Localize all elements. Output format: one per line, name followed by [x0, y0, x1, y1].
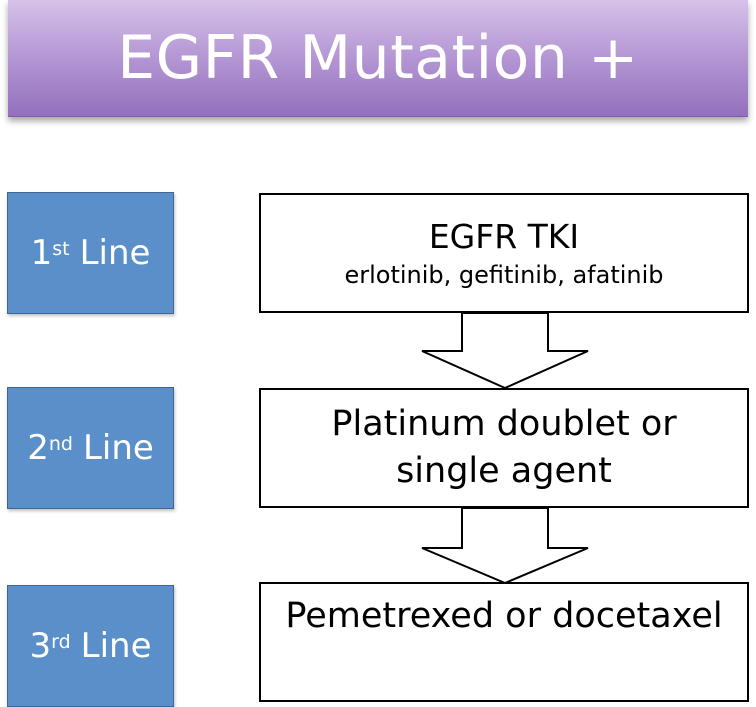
- line-ordinal-suffix: nd: [48, 433, 73, 455]
- down-arrow-icon: [421, 508, 589, 584]
- line-number: 3: [29, 626, 52, 666]
- diagram-title: EGFR Mutation +: [117, 23, 639, 93]
- line-word: Line: [82, 428, 154, 468]
- treatment-line-2: single agent: [396, 451, 612, 491]
- line-ordinal-suffix: st: [52, 238, 70, 260]
- line-ordinal-suffix: rd: [51, 631, 71, 653]
- treatment-line-1: Platinum doublet or: [331, 403, 677, 444]
- treatment-drugs: erlotinib, gefitinib, afatinib: [344, 260, 664, 289]
- treatment-name: Pemetrexed or docetaxel: [285, 596, 723, 637]
- treatment-name: EGFR TKI: [428, 217, 580, 257]
- line-word: Line: [80, 626, 152, 666]
- line-word: Line: [79, 233, 151, 273]
- treatment-box-first-line: EGFR TKI erlotinib, gefitinib, afatinib: [259, 193, 749, 313]
- treatment-box-second-line: Platinum doublet or single agent: [259, 388, 749, 508]
- title-banner: EGFR Mutation +: [8, 0, 748, 117]
- down-arrow-icon: [421, 313, 589, 389]
- treatment-box-third-line: Pemetrexed or docetaxel: [259, 582, 749, 702]
- line-number: 1: [30, 233, 53, 273]
- line-number: 2: [27, 428, 49, 468]
